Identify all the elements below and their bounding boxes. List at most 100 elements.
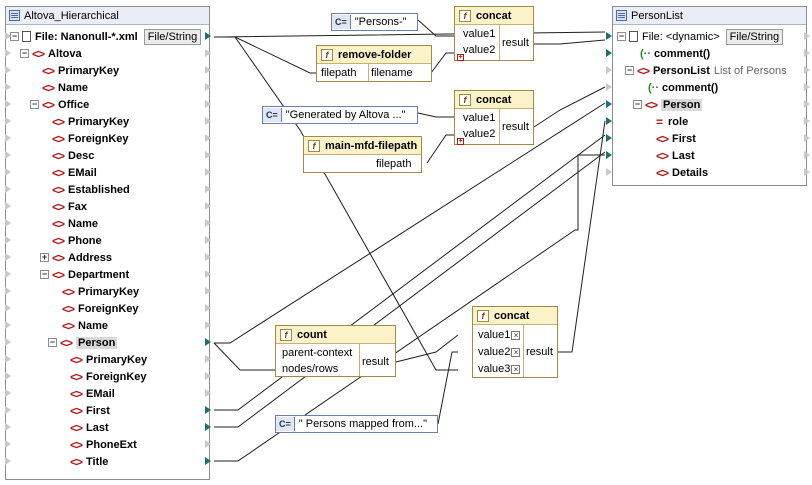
source-tree-row[interactable]: <>Name	[52, 215, 98, 232]
source-tree-row[interactable]: <>First	[70, 402, 110, 419]
source-tree-row[interactable]: <>ForeignKey	[52, 130, 129, 147]
input-port[interactable]	[5, 185, 11, 193]
input-port[interactable]	[5, 66, 11, 74]
input-port[interactable]	[5, 100, 11, 108]
input-port[interactable]	[606, 168, 612, 176]
input-nodes-rows[interactable]: nodes/rows	[282, 363, 339, 375]
collapse-icon[interactable]: −	[20, 48, 29, 58]
output-port[interactable]	[205, 151, 211, 159]
source-file-button[interactable]: File/String	[143, 28, 202, 45]
target-details-row[interactable]: <> Details	[656, 164, 708, 181]
collapse-icon[interactable]: −	[617, 31, 626, 41]
output-result[interactable]: result	[502, 37, 529, 49]
output-port[interactable]	[205, 355, 211, 363]
source-tree-row[interactable]: <>Name	[62, 317, 108, 334]
input-port[interactable]	[5, 83, 11, 91]
source-tree-row[interactable]: <>EMail	[70, 385, 115, 402]
source-tree-row[interactable]: <>PrimaryKey	[52, 113, 129, 130]
input-port[interactable]	[5, 389, 11, 397]
function-header[interactable]: f remove-folder	[317, 46, 431, 64]
input-value3[interactable]: value3×	[478, 362, 521, 377]
output-filepath[interactable]: filepath	[376, 158, 412, 170]
input-value1[interactable]: value1	[463, 112, 496, 124]
output-filename[interactable]: filename	[371, 67, 413, 79]
output-port[interactable]	[205, 253, 211, 261]
output-port[interactable]	[205, 117, 211, 125]
input-port[interactable]	[5, 321, 11, 329]
output-port[interactable]	[804, 100, 810, 108]
output-port[interactable]	[804, 32, 810, 40]
source-tree-row[interactable]: <>ForeignKey	[62, 300, 139, 317]
input-port[interactable]	[5, 32, 11, 40]
input-port[interactable]	[5, 304, 11, 312]
source-tree-row[interactable]: <>EMail	[52, 164, 97, 181]
source-tree-row[interactable]: <>Desc	[52, 147, 94, 164]
output-port[interactable]	[205, 100, 211, 108]
input-port[interactable]	[5, 236, 11, 244]
output-port[interactable]	[205, 321, 211, 329]
input-port[interactable]	[5, 440, 11, 448]
source-component[interactable]: Altova_Hierarchical	[5, 6, 210, 480]
function-header[interactable]: f concat	[455, 91, 533, 109]
input-port[interactable]	[5, 168, 11, 176]
target-file-button[interactable]: File/String	[725, 28, 784, 45]
target-comment2-row[interactable]: (·· comment()	[648, 79, 718, 96]
output-result[interactable]: result	[526, 346, 553, 358]
output-port[interactable]	[205, 202, 211, 210]
function-header[interactable]: f main-mfd-filepath	[304, 137, 421, 155]
input-port[interactable]	[606, 100, 612, 108]
output-port[interactable]	[205, 287, 211, 295]
source-tree-row[interactable]: <>Established	[52, 181, 130, 198]
collapse-icon[interactable]: −	[48, 337, 57, 347]
output-result[interactable]: result	[362, 356, 389, 368]
input-port[interactable]	[5, 219, 11, 227]
expand-icon[interactable]: +	[40, 252, 49, 262]
output-result[interactable]: result	[502, 121, 529, 133]
output-port[interactable]	[205, 372, 211, 380]
output-port[interactable]	[804, 117, 810, 125]
source-tree-row[interactable]: <>PhoneExt	[70, 436, 137, 453]
input-port[interactable]	[5, 287, 11, 295]
remove-parameter-icon[interactable]: ×	[511, 365, 521, 374]
collapse-icon[interactable]: −	[30, 99, 39, 109]
source-title-bar[interactable]: Altova_Hierarchical	[6, 7, 209, 25]
input-parent-context[interactable]: parent-context	[282, 347, 353, 359]
output-port[interactable]	[205, 389, 211, 397]
source-tree-row[interactable]: <>Name	[42, 79, 88, 96]
input-port[interactable]	[5, 338, 11, 346]
output-port[interactable]	[205, 219, 211, 227]
target-role-row[interactable]: = role	[656, 113, 688, 130]
collapse-icon[interactable]: −	[633, 99, 642, 109]
input-port[interactable]	[5, 49, 11, 57]
input-value2[interactable]: value2	[463, 44, 496, 56]
input-port[interactable]	[5, 372, 11, 380]
function-count[interactable]: f count parent-context nodes/rows result	[275, 325, 396, 377]
output-port[interactable]	[205, 168, 211, 176]
output-port[interactable]	[804, 151, 810, 159]
function-remove-folder[interactable]: f remove-folder filepath filename	[316, 45, 432, 82]
constant-mapped[interactable]: C= " Persons mapped from..."	[275, 415, 438, 433]
function-concat-1[interactable]: f concat value1 value2 result +	[454, 6, 534, 61]
function-main-mfd-filepath[interactable]: f main-mfd-filepath filepath	[303, 136, 422, 173]
input-port[interactable]	[5, 270, 11, 278]
source-tree-row[interactable]: −<>Office	[30, 96, 89, 113]
target-title-bar[interactable]: PersonList	[613, 7, 806, 25]
source-tree-row[interactable]: <>PrimaryKey	[42, 62, 119, 79]
output-port[interactable]	[205, 66, 211, 74]
remove-parameter-icon[interactable]: ×	[511, 348, 521, 357]
input-port[interactable]	[606, 117, 612, 125]
input-port[interactable]	[5, 253, 11, 261]
input-port[interactable]	[606, 49, 612, 57]
source-tree-row[interactable]: −<>Altova	[20, 45, 82, 62]
collapse-icon[interactable]: −	[40, 269, 49, 279]
target-first-row[interactable]: <> First	[656, 130, 696, 147]
collapse-icon[interactable]: −	[10, 31, 19, 41]
output-port[interactable]	[205, 457, 211, 465]
source-tree-row[interactable]: <>Phone	[52, 232, 102, 249]
input-port[interactable]	[5, 134, 11, 142]
remove-parameter-icon[interactable]: ×	[511, 331, 521, 340]
source-tree-row[interactable]: <>Last	[70, 419, 109, 436]
target-last-row[interactable]: <> Last	[656, 147, 695, 164]
input-port[interactable]	[5, 423, 11, 431]
input-port[interactable]	[5, 117, 11, 125]
